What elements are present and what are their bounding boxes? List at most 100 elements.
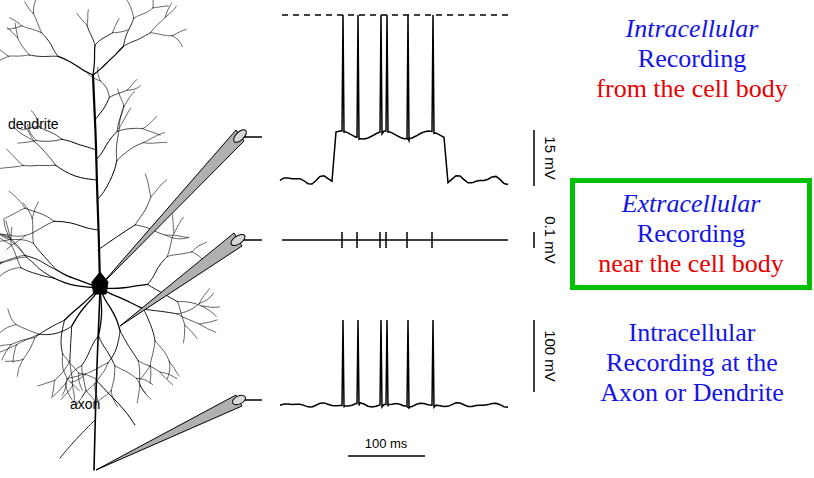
neurite <box>183 325 185 343</box>
neurite <box>99 336 115 366</box>
neurite <box>123 33 150 46</box>
neurite <box>9 55 30 56</box>
neurite <box>185 325 197 338</box>
neurite <box>100 81 109 97</box>
neurite <box>23 165 55 167</box>
neurite <box>23 338 35 360</box>
neurite <box>39 326 72 334</box>
neurite <box>4 219 8 236</box>
neurite <box>2 234 25 236</box>
neurite <box>61 320 64 354</box>
neurite <box>117 128 143 131</box>
neurite <box>192 242 207 252</box>
spike-tick <box>379 232 381 248</box>
neurite <box>21 268 54 278</box>
neurite <box>178 302 202 306</box>
neurite <box>60 420 95 458</box>
neurite <box>79 373 83 390</box>
spike-tick <box>406 232 408 248</box>
neurite <box>7 149 23 165</box>
neurite <box>34 141 55 165</box>
cell-body <box>92 272 108 294</box>
neurite <box>32 219 33 244</box>
neurite <box>166 235 189 239</box>
neurite <box>116 128 119 160</box>
neurite <box>150 341 155 365</box>
neurite <box>140 365 151 379</box>
neurite <box>97 160 117 200</box>
neurite <box>67 378 80 391</box>
neurite <box>98 225 135 250</box>
neurite <box>4 208 25 218</box>
neurite <box>0 240 9 242</box>
neurite <box>9 191 25 208</box>
neurite <box>22 26 42 33</box>
neurite <box>35 320 65 337</box>
neurite <box>11 227 12 245</box>
heading-text: Intracellular <box>626 14 759 44</box>
neurite <box>0 263 1 276</box>
neurite <box>115 366 136 378</box>
neurite <box>55 165 97 180</box>
heading-text: Recording <box>638 44 746 74</box>
neurite <box>0 259 2 262</box>
neurite <box>0 263 1 267</box>
neurite <box>145 174 151 197</box>
scale-label: 100 mV <box>542 330 559 382</box>
neurite <box>0 268 21 278</box>
neurite <box>82 336 99 366</box>
neurite <box>70 326 72 361</box>
neurite <box>2 345 11 360</box>
neurite <box>167 361 169 379</box>
neurite <box>117 143 144 161</box>
neurite <box>96 380 135 425</box>
neurite <box>177 314 200 324</box>
spike-peak-line <box>282 14 510 16</box>
neurite <box>0 165 23 168</box>
neurite <box>200 324 216 332</box>
neurite <box>119 108 130 128</box>
neurite <box>150 17 165 33</box>
neurite <box>127 80 136 90</box>
neurite <box>62 378 67 395</box>
neurite <box>17 359 23 376</box>
neurite <box>33 243 55 269</box>
neurite <box>174 217 183 232</box>
neurite <box>169 361 179 376</box>
neurite <box>42 33 58 57</box>
neurite <box>111 366 115 390</box>
spike-tick <box>431 232 433 248</box>
neurite <box>135 197 151 225</box>
neurite <box>93 45 95 75</box>
neurite <box>8 26 23 29</box>
neurite <box>23 203 32 218</box>
neurite <box>38 380 55 385</box>
neurite <box>0 325 16 333</box>
neurite <box>199 293 213 303</box>
neurite <box>63 354 79 373</box>
neurite <box>26 257 53 278</box>
electrodes <box>96 128 262 470</box>
neurite <box>138 361 160 372</box>
neurite <box>125 0 133 18</box>
neurite <box>0 230 9 240</box>
neurite <box>29 55 58 57</box>
spike-tick <box>341 232 343 248</box>
neurite <box>151 180 167 197</box>
spike-tick <box>356 232 358 248</box>
neurite <box>166 235 189 237</box>
neurite <box>16 325 39 335</box>
neurite <box>124 91 135 106</box>
neurite <box>173 215 175 233</box>
scale-label: 0.1 mV <box>542 216 559 264</box>
neurite <box>143 309 177 314</box>
neurite <box>0 345 11 349</box>
neurite <box>53 384 66 397</box>
neurite <box>58 56 93 75</box>
neurite <box>52 380 55 398</box>
part-label: dendrite <box>8 116 59 132</box>
neurite <box>16 334 38 345</box>
neurite <box>112 19 119 33</box>
box-text: Extracellular <box>579 189 803 219</box>
neurite <box>95 97 109 120</box>
